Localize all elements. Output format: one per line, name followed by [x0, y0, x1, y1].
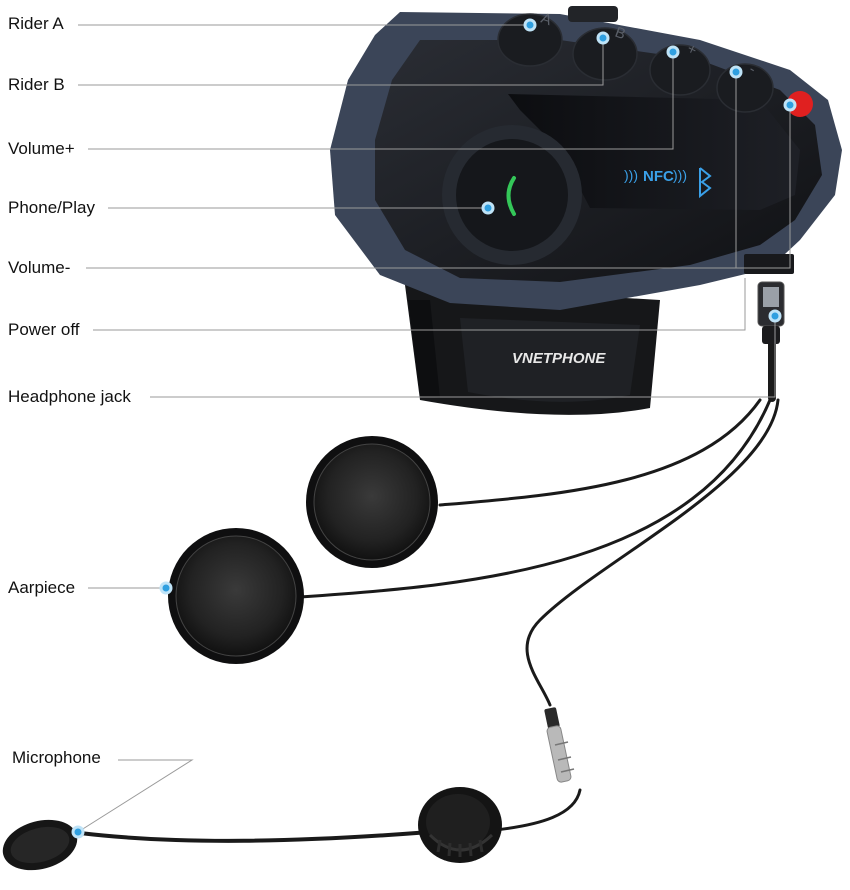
power-button: [787, 91, 813, 117]
earpiece-upper: [306, 436, 438, 568]
nfc-text: NFC: [643, 168, 674, 185]
cable-earpiece-lower: [298, 398, 772, 599]
label-aarpiece: Aarpiece: [8, 578, 76, 597]
label-headphone-jack: Headphone jack: [8, 387, 131, 406]
microphone-clip: [418, 787, 502, 863]
green-led: [506, 176, 516, 216]
label-rider-b: Rider B: [8, 75, 65, 94]
nfc-waves-right: ))): [673, 167, 687, 183]
leader-microphone: [77, 759, 194, 833]
cable-mic-to-plug: [493, 788, 582, 832]
dot-volume-minus: [729, 65, 743, 79]
device-display-panel: [508, 94, 800, 210]
dot-volume-plus: [666, 45, 680, 59]
label-microphone: Microphone: [12, 748, 101, 767]
intercom-device: A B + - ))) NFC ))) VNETPHONE: [330, 6, 842, 415]
leader-rider-b: [78, 38, 604, 86]
dot-phone-play: [481, 201, 495, 215]
nfc-waves-left: ))): [624, 167, 638, 183]
top-antenna: [568, 6, 618, 22]
mount-plate: [460, 318, 640, 402]
bluetooth-icon: [699, 167, 712, 199]
earpiece-lower: [168, 528, 304, 664]
cable-mic-boom: [78, 830, 432, 843]
brand-logo: VNETPHONE: [512, 350, 606, 367]
dot-microphone: [71, 825, 85, 839]
dot-rider-b: [596, 31, 610, 45]
label-volume-plus: Volume+: [8, 139, 75, 158]
cable-microphone: [525, 398, 780, 707]
dot-power-off: [783, 98, 797, 112]
leader-lines: [77, 24, 791, 833]
leader-power-off: [93, 278, 746, 331]
leader-volume-plus: [88, 52, 674, 150]
label-phone-play: Phone/Play: [8, 198, 95, 217]
microphone-foam: [2, 819, 78, 871]
label-volume-minus: Volume-: [8, 258, 71, 277]
leader-power-button: [736, 105, 791, 269]
label-power-off: Power off: [8, 320, 80, 339]
dot-aarpiece: [159, 581, 173, 595]
audio-plug: [544, 707, 575, 783]
leader-headphone-jack: [150, 316, 776, 398]
label-rider-a: Rider A: [8, 14, 64, 33]
nfc-logo: ))) NFC ))): [624, 167, 712, 199]
dot-rider-a: [523, 18, 537, 32]
callout-dots: [71, 18, 797, 839]
cables: [78, 336, 780, 843]
cable-earpiece-upper: [438, 398, 762, 507]
dot-headphone-jack: [768, 309, 782, 323]
